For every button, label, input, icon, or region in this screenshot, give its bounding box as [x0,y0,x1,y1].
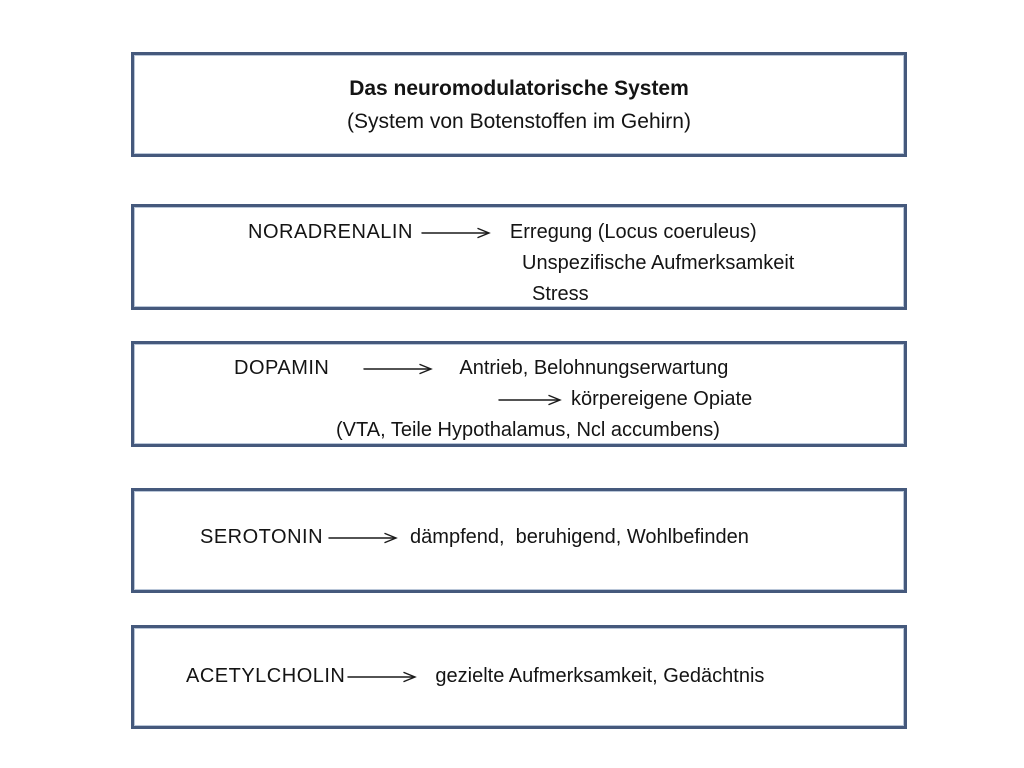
effect-text: gezielte Aufmerksamkeit, Gedächtnis [435,665,765,687]
title-box: Das neuromodulatorische System (System v… [131,52,907,157]
serotonin-box: SEROTONIN dämpfend, beruhigend, Wohlbefi… [131,488,907,593]
slide-title: Das neuromodulatorische System [349,76,689,100]
effect-text: Unspezifische Aufmerksamkeit [522,252,795,274]
neurotransmitter-label: SEROTONIN [200,526,324,548]
acetylcholin-box: ACETYLCHOLIN gezielte Aufmerksamkeit, Ge… [131,625,907,729]
neurotransmitter-label: NORADRENALIN [248,221,413,243]
arrow-right-icon [421,227,491,239]
dopamin-box: DOPAMIN Antrieb, Belohnungserwartung kör… [131,341,907,447]
arrow-right-icon [347,671,418,683]
effect-text: Antrieb, Belohnungserwartung [459,357,729,379]
effect-text: Stress [532,283,589,305]
arrow-right-icon [498,394,562,406]
effect-text: Erregung (Locus coeruleus) [509,221,757,243]
neurotransmitter-label: ACETYLCHOLIN [186,665,346,687]
slide-subtitle: (System von Botenstoffen im Gehirn) [347,109,691,133]
effect-text: dämpfend, beruhigend, Wohlbefinden [410,526,749,548]
neurotransmitter-label: DOPAMIN [234,357,330,379]
arrow-right-icon [328,532,398,544]
effect-text: (VTA, Teile Hypothalamus, Ncl accumbens) [336,419,720,441]
noradrenalin-box: NORADRENALIN Erregung (Locus coeruleus) … [131,204,907,310]
arrow-right-icon [363,363,434,375]
effect-text: körpereigene Opiate [571,388,753,410]
